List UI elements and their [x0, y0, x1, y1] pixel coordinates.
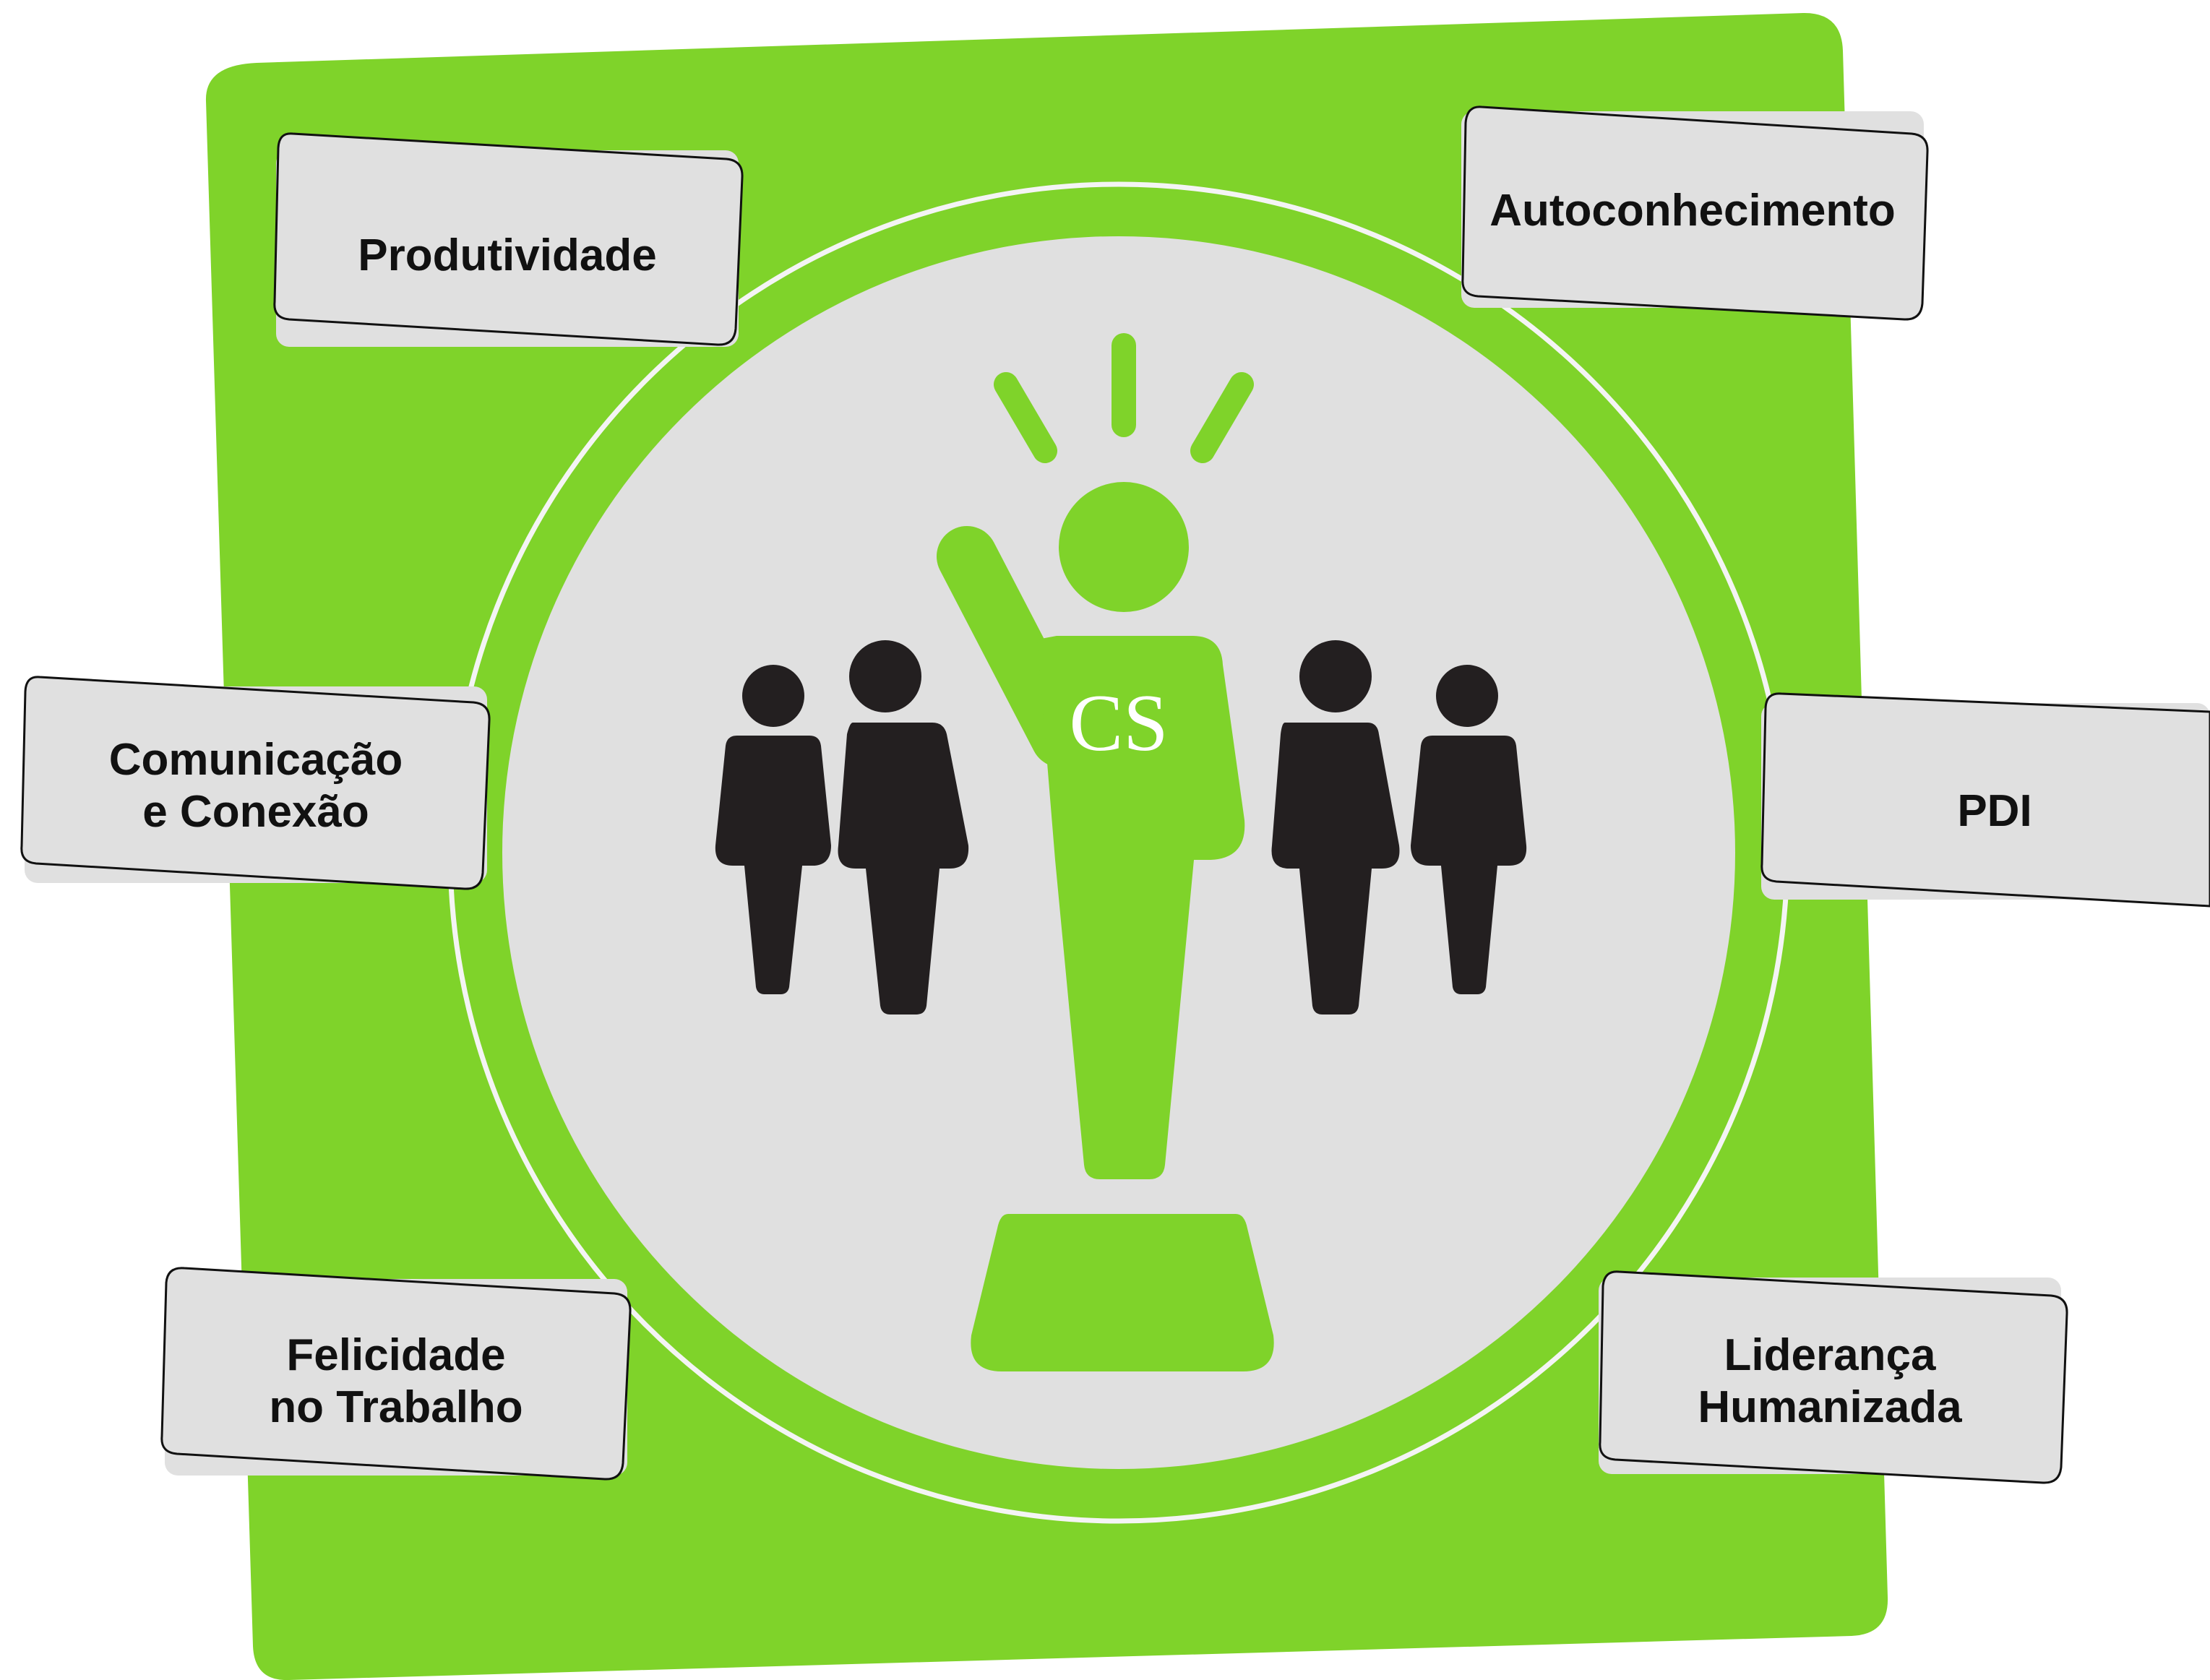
- card-produtividade: [273, 132, 744, 347]
- card-autoconhecimento: [1461, 105, 1929, 321]
- topic-label-line: no Trabalho: [269, 1382, 523, 1432]
- card-lideranca: [1599, 1270, 2068, 1484]
- topic-label-line: Humanizada: [1698, 1382, 1962, 1432]
- spark-rays-icon: [994, 333, 1254, 463]
- cs-logo: CS: [1070, 679, 1169, 768]
- team-member-icon-1: [715, 665, 831, 994]
- topic-label-line: Produtividade: [358, 231, 657, 280]
- topic-label-line: PDI: [1957, 786, 2032, 836]
- team-member-icon-3: [1271, 640, 1400, 1015]
- team-member-icon-4: [1411, 665, 1527, 994]
- topic-label-felicidade: Felicidade no Trabalho: [165, 1319, 627, 1444]
- leader-figure-icon: [937, 482, 1274, 1371]
- cs-logo-text: CS: [1070, 679, 1169, 768]
- topic-label-lideranca: Liderança Humanizada: [1599, 1319, 2061, 1444]
- card-felicidade: [160, 1267, 632, 1481]
- team-member-icon-2: [838, 640, 969, 1015]
- topic-label-line: Liderança: [1724, 1330, 1936, 1380]
- topic-label-line: e Conexão: [142, 787, 369, 837]
- topic-label-autoconhecimento: Autoconhecimento: [1461, 149, 1924, 273]
- card-comunicacao: [20, 676, 491, 890]
- card-pdi: [1760, 692, 2210, 908]
- topic-label-pdi: PDI: [1763, 749, 2210, 874]
- topic-label-line: Comunicação: [108, 735, 403, 785]
- topic-label-line: Felicidade: [286, 1330, 506, 1380]
- topic-label-comunicacao: Comunicação e Conexão: [25, 724, 487, 848]
- topic-label-line: Autoconhecimento: [1489, 186, 1896, 236]
- topic-label-produtividade: Produtividade: [276, 194, 739, 318]
